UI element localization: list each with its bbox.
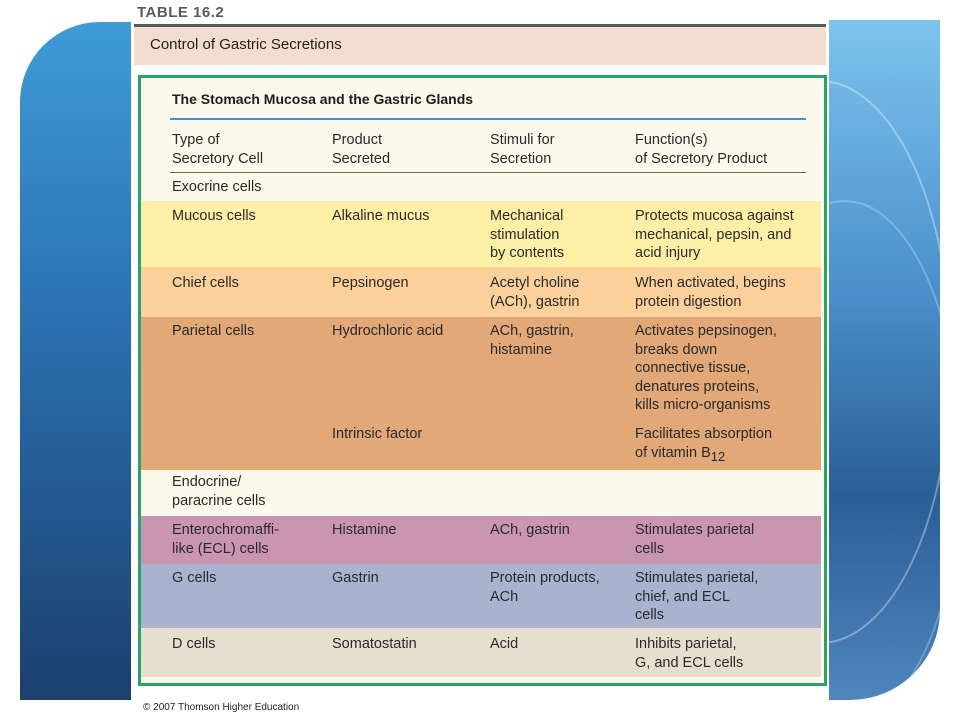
row-d-product: Somatostatin <box>332 636 417 652</box>
header-band <box>134 27 826 65</box>
row-ecl-product: Histamine <box>332 522 397 538</box>
table-title: Control of Gastric Secretions <box>150 36 342 53</box>
row-g-product: Gastrin <box>332 570 379 586</box>
column-header-function: Function(s) of Secretory Product <box>635 132 768 167</box>
section-label-exocrine: Exocrine cells <box>172 179 262 195</box>
background-left-panel <box>20 22 150 700</box>
row-mucous-function: Protects mucosa against mechanical, peps… <box>635 208 794 261</box>
vitamin-subscript: 12 <box>710 449 726 464</box>
row-chief-cell: Chief cells <box>172 275 239 291</box>
row-d-function: Inhibits parietal, G, and ECL cells <box>635 636 744 671</box>
row-mucous-stimuli: Mechanical stimulation by contents <box>490 208 565 261</box>
row-mucous-product: Alkaline mucus <box>332 208 430 224</box>
row-d-stimuli: Acid <box>490 636 519 652</box>
subtitle-rule <box>170 118 806 120</box>
copyright-notice: © 2007 Thomson Higher Education <box>143 702 300 713</box>
column-header-stimuli: Stimuli for Secretion <box>490 132 555 167</box>
band-g <box>141 564 821 628</box>
row-chief-product: Pepsinogen <box>332 275 409 291</box>
row-parietal-cell: Parietal cells <box>172 323 255 339</box>
row-g-stimuli: Protein products, ACh <box>490 570 600 605</box>
row-parietal-function: Activates pepsinogen, breaks down connec… <box>635 323 777 413</box>
row-ecl-cell: Enterochromaffi- like (ECL) cells <box>172 522 279 557</box>
band-chief <box>141 267 821 317</box>
row-mucous-cell: Mucous cells <box>172 208 256 224</box>
row-intrinsic-function-line1: Facilitates absorption <box>635 426 773 442</box>
row-intrinsic-function-line2: of vitamin B12 <box>635 444 725 467</box>
background-right-panel <box>828 20 940 700</box>
band-d <box>141 628 821 677</box>
vitamin-text: of vitamin B <box>635 445 711 461</box>
section-label-endocrine: Endocrine/ paracrine cells <box>172 474 266 509</box>
row-g-function: Stimulates parietal, chief, and ECL cell… <box>635 570 759 623</box>
row-d-cell: D cells <box>172 636 216 652</box>
column-header-product: Product Secreted <box>332 132 391 167</box>
row-chief-stimuli: Acetyl choline (ACh), gastrin <box>490 275 580 310</box>
row-parietal-stimuli: ACh, gastrin, histamine <box>490 323 574 358</box>
row-intrinsic-product: Intrinsic factor <box>332 426 423 442</box>
band-ecl <box>141 516 821 564</box>
band-parietal <box>141 317 821 470</box>
row-ecl-function: Stimulates parietal cells <box>635 522 755 557</box>
row-g-cell: G cells <box>172 570 217 586</box>
table-subtitle: The Stomach Mucosa and the Gastric Gland… <box>172 91 474 107</box>
table-label: TABLE 16.2 <box>137 4 225 21</box>
row-parietal-product: Hydrochloric acid <box>332 323 444 339</box>
band-mucous <box>141 201 821 267</box>
column-header-rule <box>170 172 806 173</box>
row-chief-function: When activated, begins protein digestion <box>635 275 786 310</box>
column-header-cell-type: Type of Secretory Cell <box>172 132 264 167</box>
decorative-arc <box>828 200 940 700</box>
row-ecl-stimuli: ACh, gastrin <box>490 522 570 538</box>
header-rule <box>134 24 826 27</box>
